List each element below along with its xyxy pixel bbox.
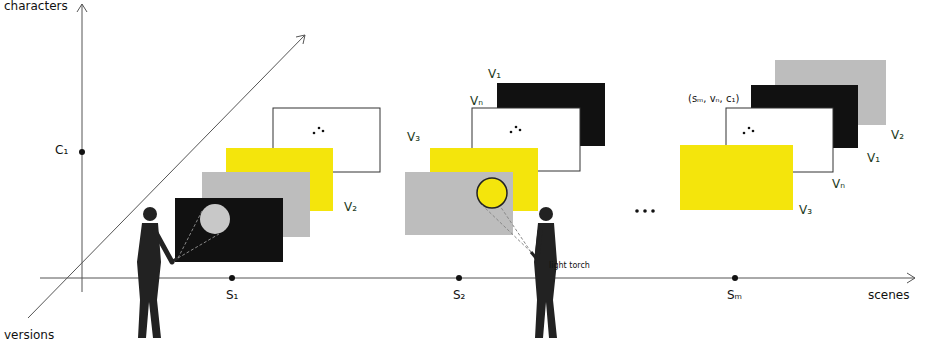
axis-point-label: Sₘ — [727, 289, 742, 302]
scene-2-versions — [405, 83, 605, 235]
person-silhouette — [137, 207, 219, 338]
axis-point-label: S₂ — [453, 289, 465, 302]
version-label: Vₙ — [832, 178, 845, 191]
version-label: V₃ — [407, 131, 420, 144]
scene-m-versions — [680, 60, 886, 210]
version-label: V₁ — [867, 152, 880, 165]
version-label: V₃ — [799, 204, 812, 217]
version-label: Vₙ — [470, 95, 483, 108]
version-label: V₂ — [891, 129, 904, 142]
axis-title: characters — [4, 0, 68, 13]
axis-title: scenes — [868, 289, 909, 302]
version-label: V₁ — [488, 68, 501, 81]
axis-title: versions — [4, 329, 54, 342]
axis-point-label: C₁ — [55, 144, 68, 157]
version-label: V₂ — [344, 201, 357, 214]
axes — [28, 4, 915, 318]
scene-1-versions — [175, 108, 380, 262]
axis-points — [79, 149, 738, 281]
callout-text: light torch — [549, 262, 590, 271]
coordinate-label: (sₘ, vₙ, c₁) — [688, 93, 739, 104]
axis-point-label: S₁ — [226, 289, 238, 302]
ellipsis — [635, 209, 655, 213]
person-silhouette — [481, 204, 557, 338]
